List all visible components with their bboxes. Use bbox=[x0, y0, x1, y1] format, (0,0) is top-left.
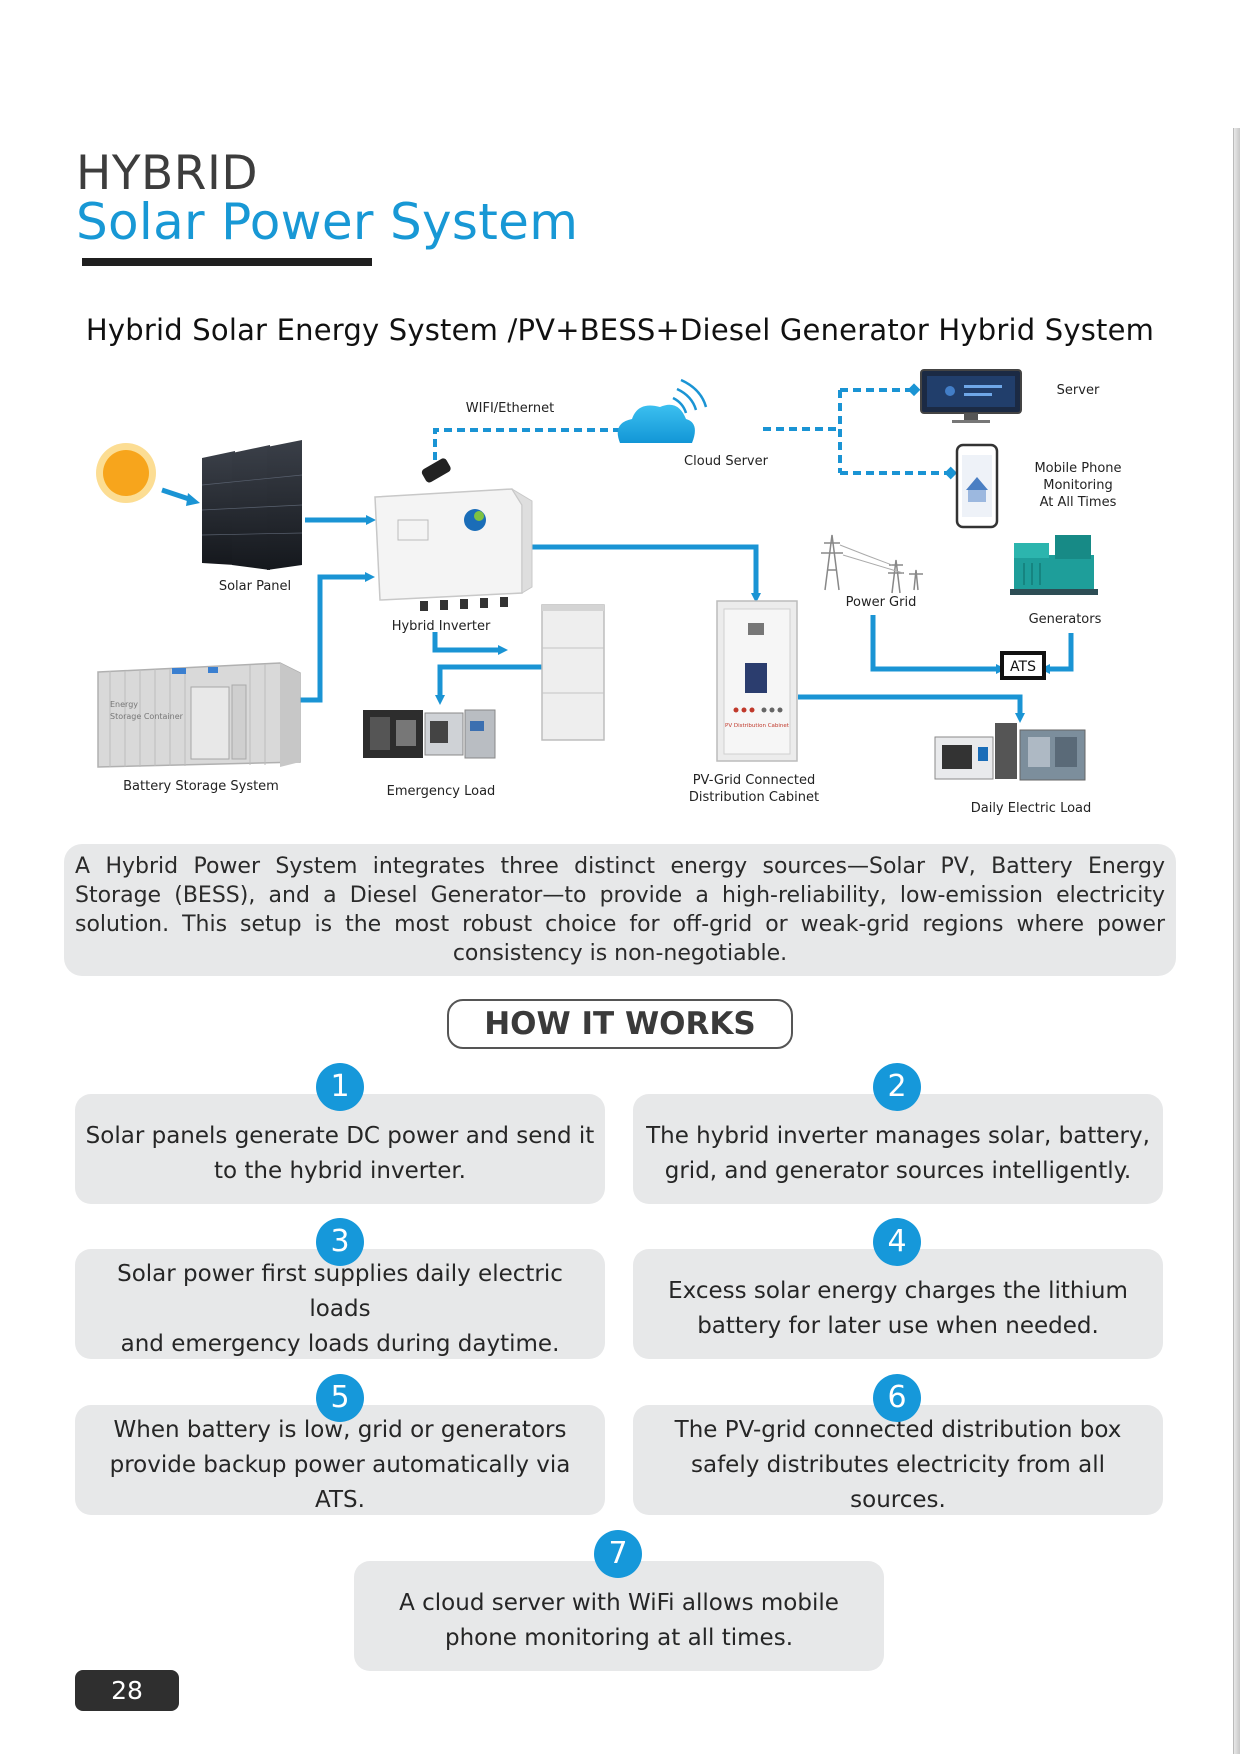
step-text: safely distributes electricity from all … bbox=[691, 1451, 1105, 1513]
title-line-2: Solar Power System bbox=[76, 193, 579, 251]
cabinet-panel-text: PV Distribution Cabinet bbox=[725, 723, 790, 729]
power-lines bbox=[161, 487, 1074, 715]
distribution-cabinet-icon: PV Distribution Cabinet bbox=[716, 600, 798, 762]
step-text: Excess solar energy charges the lithium bbox=[668, 1278, 1128, 1304]
label-mobile-3: At All Times bbox=[1040, 495, 1117, 510]
system-diagram: PV Distribution Cabinet bbox=[96, 369, 1122, 816]
label-battery-storage: Battery Storage System bbox=[123, 779, 279, 794]
step-text: battery for later use when needed. bbox=[697, 1313, 1099, 1339]
sun-icon bbox=[96, 443, 156, 503]
label-emergency-load: Emergency Load bbox=[387, 784, 496, 799]
label-hybrid-inverter: Hybrid Inverter bbox=[392, 619, 491, 634]
step-text: phone monitoring at all times. bbox=[444, 1625, 794, 1651]
solar-panel-icon bbox=[201, 440, 303, 570]
container-text-2: Storage Container bbox=[110, 712, 184, 721]
ats-box: ATS bbox=[1000, 651, 1046, 680]
label-daily-load: Daily Electric Load bbox=[971, 801, 1092, 816]
step-text: Solar power first supplies daily electri… bbox=[117, 1260, 563, 1322]
step-card-4: Excess solar energy charges the lithium b… bbox=[633, 1249, 1163, 1359]
intro-paragraph: A Hybrid Power System integrates three d… bbox=[64, 844, 1176, 976]
cloud-server-icon bbox=[617, 378, 708, 443]
step-card-3: Solar power first supplies daily electri… bbox=[75, 1249, 605, 1359]
title-line-1: HYBRID bbox=[76, 146, 259, 201]
step-number-badge: 3 bbox=[316, 1218, 364, 1266]
label-solar-panel: Solar Panel bbox=[219, 579, 291, 594]
wifi-dongle-icon bbox=[421, 458, 451, 483]
title-underline bbox=[82, 258, 372, 266]
step-text: and emergency loads during daytime. bbox=[120, 1330, 560, 1357]
daily-load-icon bbox=[934, 723, 1086, 781]
battery-pack-icon bbox=[541, 604, 605, 741]
label-power-grid: Power Grid bbox=[846, 595, 917, 610]
step-number-badge: 6 bbox=[873, 1374, 921, 1422]
step-text: The hybrid inverter manages solar, batte… bbox=[646, 1123, 1150, 1149]
page-edge bbox=[1233, 128, 1240, 1754]
label-wifi: WIFI/Ethernet bbox=[466, 401, 554, 416]
step-number-badge: 1 bbox=[316, 1063, 364, 1111]
label-cabinet-1: PV-Grid Connected bbox=[693, 773, 816, 788]
ats-label: ATS bbox=[1010, 659, 1036, 675]
label-cabinet-2: Distribution Cabinet bbox=[689, 790, 819, 805]
diagram-subtitle: Hybrid Solar Energy System /PV+BESS+Dies… bbox=[85, 313, 1155, 347]
container-text-1: Energy bbox=[110, 700, 138, 709]
how-it-works-heading: HOW IT WORKS bbox=[447, 999, 793, 1049]
server-monitor-icon bbox=[920, 369, 1022, 423]
comm-lines bbox=[433, 388, 950, 475]
label-mobile-1: Mobile Phone bbox=[1034, 461, 1121, 476]
label-server: Server bbox=[1057, 383, 1100, 398]
step-text: A cloud server with WiFi allows mobile bbox=[399, 1590, 839, 1616]
step-number-badge: 5 bbox=[316, 1374, 364, 1422]
emergency-load-icon bbox=[363, 709, 496, 759]
step-card-1: Solar panels generate DC power and send … bbox=[75, 1094, 605, 1204]
step-text: provide backup power automatically via A… bbox=[109, 1451, 571, 1513]
power-grid-icon bbox=[821, 534, 923, 594]
step-card-2: The hybrid inverter manages solar, batte… bbox=[633, 1094, 1163, 1204]
step-number-badge: 2 bbox=[873, 1063, 921, 1111]
page-number: 28 bbox=[75, 1670, 179, 1711]
step-number-badge: 4 bbox=[873, 1218, 921, 1266]
step-text: Solar panels generate DC power and send … bbox=[85, 1123, 595, 1149]
hybrid-inverter-icon bbox=[374, 488, 533, 611]
step-text: to the hybrid inverter. bbox=[213, 1158, 466, 1184]
battery-container-icon: Energy Storage Container bbox=[97, 662, 301, 768]
mobile-phone-icon bbox=[955, 443, 999, 529]
step-text: grid, and generator sources intelligentl… bbox=[664, 1158, 1132, 1184]
step-card-7: A cloud server with WiFi allows mobile ph… bbox=[354, 1561, 884, 1671]
label-mobile-2: Monitoring bbox=[1043, 478, 1113, 493]
step-number-badge: 7 bbox=[594, 1530, 642, 1578]
label-cloud-server: Cloud Server bbox=[684, 454, 769, 469]
label-generators: Generators bbox=[1029, 612, 1102, 627]
generators-icon bbox=[1010, 535, 1098, 595]
